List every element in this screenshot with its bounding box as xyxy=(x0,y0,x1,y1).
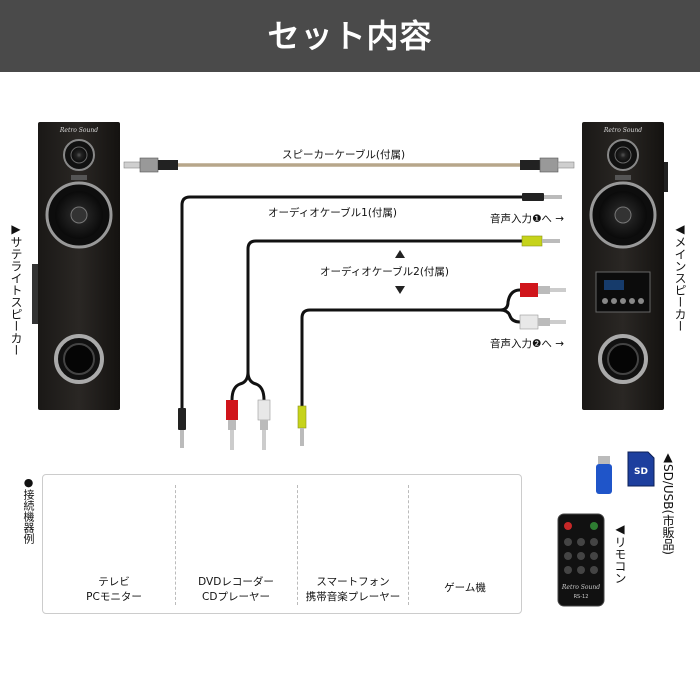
remote-brand-label: Retro Sound xyxy=(561,584,600,591)
usb-stick-icon xyxy=(596,456,612,494)
input-1-label: 音声入力❶へ → xyxy=(490,213,565,225)
device-divider xyxy=(408,485,409,605)
remote-model-label: RS-12 xyxy=(574,594,589,600)
speaker-cable-label: スピーカーケーブル(付属) xyxy=(282,149,406,161)
audio-cable-1 xyxy=(178,193,562,448)
main-speaker-label: ◀メインスピーカー xyxy=(673,222,687,332)
main-brand-label: Retro Sound xyxy=(603,127,642,134)
main-speaker: Retro Sound xyxy=(582,122,668,410)
device-divider xyxy=(297,485,298,605)
remote-label: ◀リモコン xyxy=(613,522,627,584)
sd-usb-label: ▲SD/USB(市販品) xyxy=(661,450,675,555)
arrow-up-icon xyxy=(395,250,405,258)
audio-cable-2-rca xyxy=(297,283,566,446)
header-bar: セット内容 xyxy=(0,0,700,72)
satellite-brand-label: Retro Sound xyxy=(59,127,98,134)
audio-cable-2 xyxy=(226,235,560,450)
sd-card-icon: SD xyxy=(627,451,655,487)
satellite-speaker-label: ▶サテライトスピーカー xyxy=(9,222,23,356)
devices-heading: ●接続機器例 xyxy=(22,476,35,544)
device-label-dvd: DVDレコーダー CDプレーヤー xyxy=(198,576,274,603)
audio-cable-2-label: オーディオケーブル2(付属) xyxy=(320,266,450,278)
speaker-cable xyxy=(123,157,575,173)
svg-text:SD: SD xyxy=(634,467,648,477)
remote-control-icon: Retro Sound RS-12 xyxy=(557,513,605,607)
page-title: セット内容 xyxy=(267,17,433,55)
control-panel xyxy=(595,271,651,313)
device-label-tv: テレビ PCモニター xyxy=(86,576,142,603)
device-divider xyxy=(175,485,176,605)
arrow-down-icon xyxy=(395,286,405,294)
devices-box: テレビ PCモニター DVDレコーダー CDプレーヤー スマートフォン 携帯音楽… xyxy=(42,474,522,614)
audio-cable-1-label: オーディオケーブル1(付属) xyxy=(268,207,398,219)
satellite-speaker: Retro Sound xyxy=(32,122,120,410)
input-2-label: 音声入力❷へ → xyxy=(490,338,565,350)
device-label-phone: スマートフォン 携帯音楽プレーヤー xyxy=(305,576,401,603)
diagram: Retro Sound Retro Sound xyxy=(0,72,700,700)
device-label-game: ゲーム機 xyxy=(444,582,486,594)
